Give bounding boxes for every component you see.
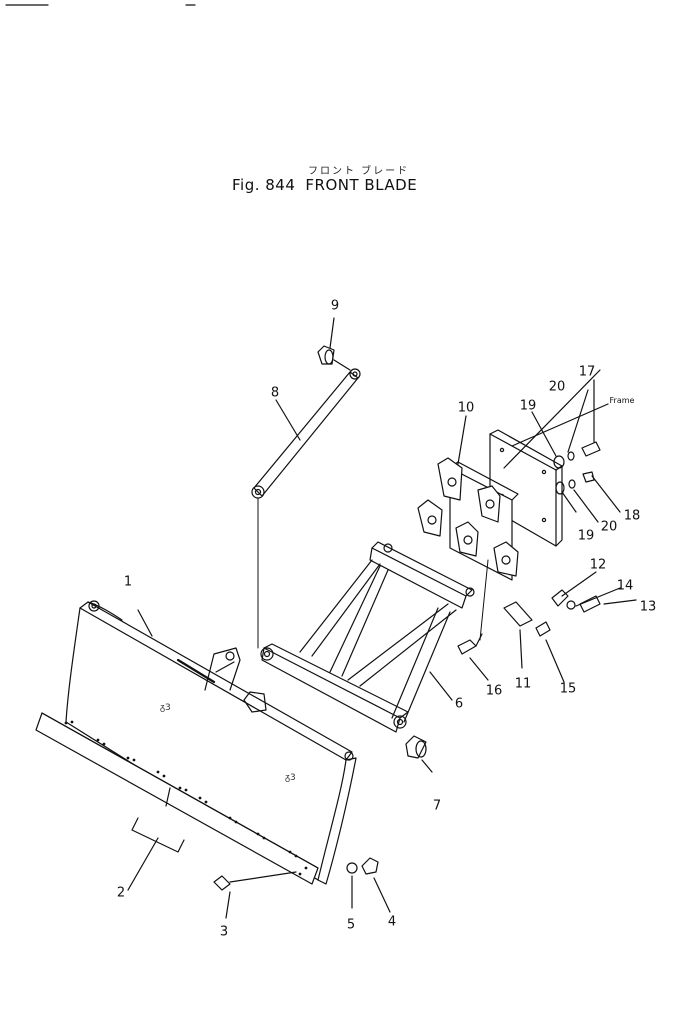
cutting-edge [35,712,319,885]
callout-19-upper: 19 [519,398,537,414]
callout-11: 11 [514,676,532,692]
bushing-9 [317,345,351,371]
callout-3: 3 [219,924,229,940]
figure-number: Fig. 844 [232,176,296,194]
figure-name: FRONT BLADE [305,176,418,194]
mounting-bracket-10 [417,429,563,641]
svg-text:ᵹ3: ᵹ3 [160,703,171,713]
title-japanese: フロント ブレード [308,166,410,177]
hardware [127,317,637,919]
figure-title: Fig. 844 FRONT BLADE [232,176,417,194]
blade: ᵹ3 ᵹ3 [65,600,357,885]
lift-link-8 [251,368,361,649]
callout-20-upper: 20 [548,379,566,395]
callout-8: 8 [270,385,280,401]
callout-10: 10 [457,400,475,416]
callout-1: 1 [123,574,133,590]
callout-14: 14 [616,578,634,594]
a-frame [260,541,475,733]
callout-15: 15 [559,681,577,697]
callout-19-lower: 19 [577,528,595,544]
callout-12: 12 [589,557,607,573]
callout-17: 17 [578,364,596,380]
svg-text:ᵹ3: ᵹ3 [285,773,296,783]
callout-18: 18 [623,508,641,524]
callout-16: 16 [485,683,503,699]
callout-13: 13 [639,599,657,615]
callout-9: 9 [330,298,340,314]
callout-6: 6 [454,696,464,712]
callout-20-lower: 20 [600,519,618,535]
callout-7: 7 [432,798,442,814]
callout-2: 2 [116,885,126,901]
callout-frame: Frame [609,396,635,405]
callout-4: 4 [387,914,397,930]
bushing-7 [405,735,427,759]
callout-5: 5 [346,917,356,933]
